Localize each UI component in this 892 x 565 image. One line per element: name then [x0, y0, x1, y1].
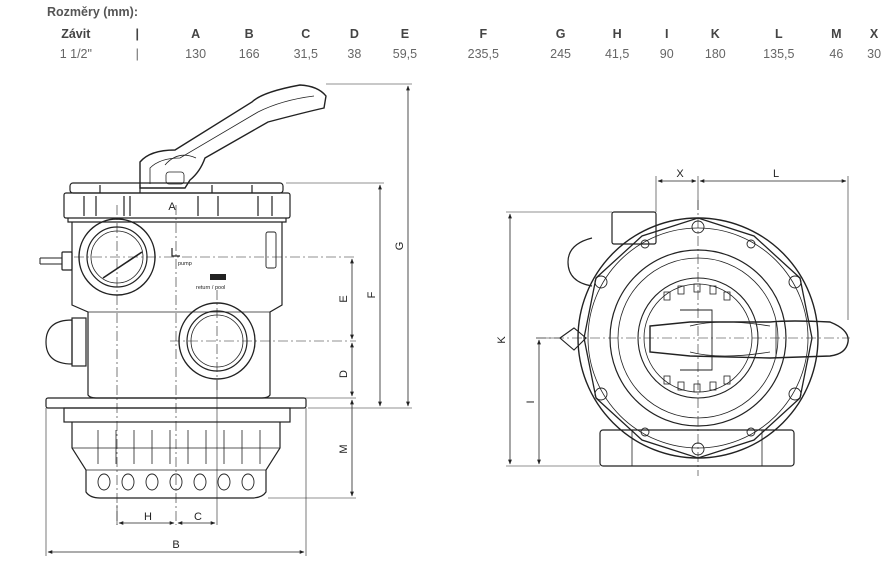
- header-cell: L: [775, 27, 783, 41]
- dim-label-c: C: [194, 511, 202, 523]
- value-cell: 46: [829, 47, 844, 61]
- dim-label-f: F: [366, 291, 378, 298]
- dim-label-e: E: [338, 295, 350, 302]
- pump-arrow-icon: [171, 248, 180, 257]
- center-lines: [74, 205, 356, 525]
- side-knob-icon: [559, 327, 587, 351]
- dimensions-table: Závit | A B C D E F G H I K L M X 1 1/2"…: [47, 24, 892, 64]
- header-cell: G: [555, 27, 566, 41]
- return-pool-badge: [210, 274, 226, 280]
- value-cell: 30: [867, 47, 882, 61]
- value-cell: 130: [185, 47, 207, 61]
- dim-label-g: G: [394, 242, 406, 251]
- header-cell: K: [710, 27, 720, 41]
- value-cell: 59,5: [392, 47, 418, 61]
- gear-teeth: [663, 283, 731, 393]
- top-extension-lines: [506, 176, 849, 467]
- dim-label-a: A: [168, 201, 176, 213]
- header-cell: E: [400, 27, 410, 41]
- value-cell: 245: [550, 47, 572, 61]
- sight-glass: [45, 317, 87, 367]
- value-cell: 180: [704, 47, 726, 61]
- table-header-row: Závit | A B C D E F G H I K L M X: [47, 24, 892, 44]
- dim-label-h: H: [144, 511, 152, 523]
- value-cell: 90: [659, 47, 674, 61]
- value-cell: 38: [347, 47, 362, 61]
- dim-label-d: D: [338, 370, 350, 378]
- value-cell: 135,5: [763, 47, 795, 61]
- side-view: [39, 83, 412, 556]
- header-cell: Závit: [61, 27, 91, 41]
- top-handle: [649, 309, 849, 371]
- dim-label-i: I: [525, 400, 537, 403]
- extension-lines: [45, 83, 412, 556]
- top-dimension-lines: [508, 179, 847, 465]
- dim-label-k: K: [496, 336, 508, 344]
- header-cell: M: [831, 27, 842, 41]
- pump-label: pump: [178, 261, 192, 267]
- value-cell: 235,5: [467, 47, 499, 61]
- top-sight-glass: [567, 237, 593, 287]
- return-pool-label: return / pool: [196, 285, 225, 291]
- valve-body: [39, 222, 283, 399]
- value-cell: 1 1/2": [59, 47, 92, 61]
- header-cell: F: [479, 27, 488, 41]
- dim-label-m: M: [338, 444, 350, 453]
- dim-label-l: L: [773, 168, 779, 180]
- header-cell: X: [869, 27, 879, 41]
- top-center-lines: [536, 200, 850, 476]
- dimension-lines: [47, 85, 410, 554]
- value-cell: 166: [238, 47, 260, 61]
- header-cell: A: [191, 27, 201, 41]
- dimensions-title: Rozměry (mm):: [47, 5, 138, 19]
- header-cell: B: [244, 27, 254, 41]
- top-view: [506, 176, 850, 476]
- valve-handle: [139, 84, 327, 189]
- header-cell: I: [664, 27, 669, 41]
- header-cell: D: [349, 27, 359, 41]
- header-cell: H: [612, 27, 622, 41]
- table-value-row: 1 1/2" | 130 166 31,5 38 59,5 235,5 245 …: [47, 44, 892, 64]
- value-cell: 41,5: [604, 47, 630, 61]
- value-separator: |: [135, 47, 139, 61]
- header-separator: |: [135, 27, 139, 41]
- header-cell: C: [301, 27, 311, 41]
- lid: [63, 182, 291, 223]
- bottom-port: [599, 429, 795, 467]
- value-cell: 31,5: [293, 47, 318, 61]
- dim-label-x: X: [676, 168, 684, 180]
- dim-label-b: B: [172, 539, 179, 551]
